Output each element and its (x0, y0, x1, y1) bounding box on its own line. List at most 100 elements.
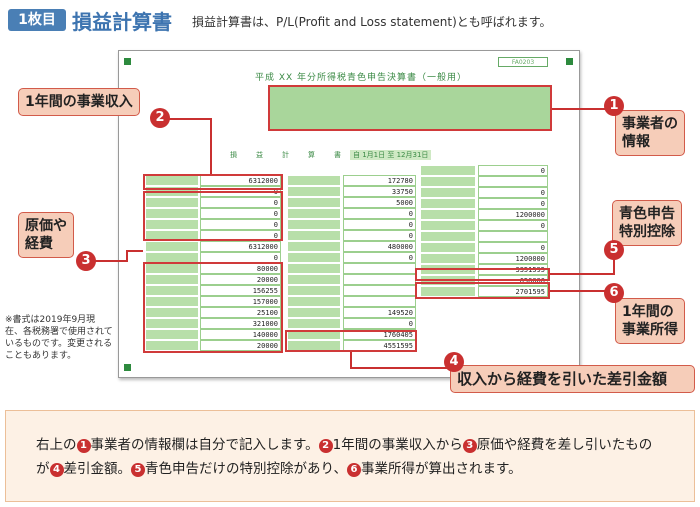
form-amount-cell (343, 274, 416, 285)
form-row-label (287, 329, 341, 340)
form-row-label (287, 252, 341, 263)
form-code: FA0203 (498, 57, 548, 67)
form-amount-cell: 157000 (200, 296, 281, 307)
highlight-revenue (143, 174, 283, 190)
form-amount-cell: 0 (478, 198, 548, 209)
form-amount-cell: 0 (200, 197, 281, 208)
form-row-label (145, 318, 199, 329)
callout-blue-deduction: 青色申告 特別控除 (612, 200, 682, 246)
highlight-cost (143, 191, 283, 241)
badge-2: 2 (150, 108, 170, 128)
form-amount-cell: 140000 (200, 329, 281, 340)
form-amount-cell: 5000 (343, 197, 416, 208)
form-note: ※書式は2019年9月現在、各税務署で使用されているものです。変更されることもあ… (5, 315, 113, 361)
form-row-label (420, 242, 476, 253)
form-row-label (420, 165, 476, 176)
highlight-expenses (143, 262, 283, 353)
badge-6: 6 (604, 283, 624, 303)
form-amount-cell: 25100 (200, 307, 281, 318)
section-title: 損 益 計 算 書 (230, 151, 347, 159)
form-amount-cell: 0 (343, 208, 416, 219)
form-marker (124, 58, 131, 65)
callout-business-income: 1年間の 事業所得 (615, 298, 685, 344)
form-amount-cell: 0 (478, 220, 548, 231)
form-row-label (420, 253, 476, 264)
page-subtitle: 損益計算書は、P/L(Profit and Loss statement)とも呼… (192, 15, 552, 29)
form-row-label (145, 285, 199, 296)
form-amount-cell (478, 231, 548, 242)
callout-annual-revenue: 1年間の事業収入 (18, 88, 140, 116)
form-amount-cell: 6312000 (200, 241, 281, 252)
form-row-label (287, 274, 341, 285)
badge-5: 5 (604, 240, 624, 260)
form-row-label (145, 296, 199, 307)
badge-3: 3 (76, 251, 96, 271)
form-row-label (420, 286, 476, 297)
badge-1: 1 (604, 96, 624, 116)
form-amount-cell: 2701595 (478, 286, 548, 297)
form-amount-cell: 480000 (343, 241, 416, 252)
form-title: 平成 XX 年分所得税青色申告決算書（一般用） (255, 73, 468, 83)
form-row-label (420, 220, 476, 231)
form-row-label (287, 186, 341, 197)
form-amount-cell (343, 263, 416, 274)
form-row-label (145, 208, 199, 219)
form-row-label (287, 307, 341, 318)
form-row-label (145, 307, 199, 318)
form-row-label (145, 219, 199, 230)
form-row-label (287, 263, 341, 274)
form-amount-cell (343, 285, 416, 296)
form-row-label (287, 230, 341, 241)
form-amount-cell: 33750 (343, 186, 416, 197)
form-row-label (287, 241, 341, 252)
form-amount-cell: 0 (343, 252, 416, 263)
sheet-tag: 1枚目 (8, 9, 66, 31)
period: 自 1月1日 至 12月31日 (350, 150, 432, 160)
callout-cost-expenses: 原価や 経費 (18, 212, 74, 258)
form-amount-cell: 156255 (200, 285, 281, 296)
form-row-label (287, 175, 341, 186)
badge-4: 4 (444, 352, 464, 372)
form-row-label (287, 197, 341, 208)
form-amount-cell: 1200000 (478, 253, 548, 264)
form-amount-cell: 0 (478, 187, 548, 198)
form-row-label (287, 318, 341, 329)
callout-difference: 収入から経費を引いた差引金額 (450, 365, 695, 393)
highlight-difference (285, 330, 417, 352)
form-row-label (287, 296, 341, 307)
form-amount-cell (478, 176, 548, 187)
form-row-label (287, 285, 341, 296)
form-row-label (420, 198, 476, 209)
form-row-label (420, 209, 476, 220)
form-amount-cell: 0 (200, 208, 281, 219)
form-amount-cell: 0 (343, 230, 416, 241)
form-amount-cell: 172780 (343, 175, 416, 186)
form-amount-cell: 0 (343, 219, 416, 230)
form-amount-cell: 20000 (200, 340, 281, 351)
callout-business-info: 事業者の 情報 (615, 110, 685, 156)
form-amount-cell: 149520 (343, 307, 416, 318)
form-amount-cell: 0 (343, 318, 416, 329)
form-row-label (145, 340, 199, 351)
form-row-label (145, 197, 199, 208)
form-row-label (420, 176, 476, 187)
form-row-label (420, 231, 476, 242)
form-amount-cell (343, 296, 416, 307)
form-amount-cell: 0 (478, 165, 548, 176)
form-amount-cell: 1200000 (478, 209, 548, 220)
form-row-label (145, 274, 199, 285)
form-row-label (145, 241, 199, 252)
highlight-deduction (415, 268, 550, 281)
form-amount-cell: 0 (478, 242, 548, 253)
form-amount-cell: 321000 (200, 318, 281, 329)
form-row-label (420, 187, 476, 198)
form-row-label (287, 208, 341, 219)
form-marker (566, 58, 573, 65)
highlight-income (415, 282, 550, 299)
form-marker (124, 364, 131, 371)
page-title: 損益計算書 (72, 10, 172, 34)
form-row-label (145, 329, 199, 340)
form-amount-cell: 0 (200, 219, 281, 230)
form-row-label (287, 219, 341, 230)
